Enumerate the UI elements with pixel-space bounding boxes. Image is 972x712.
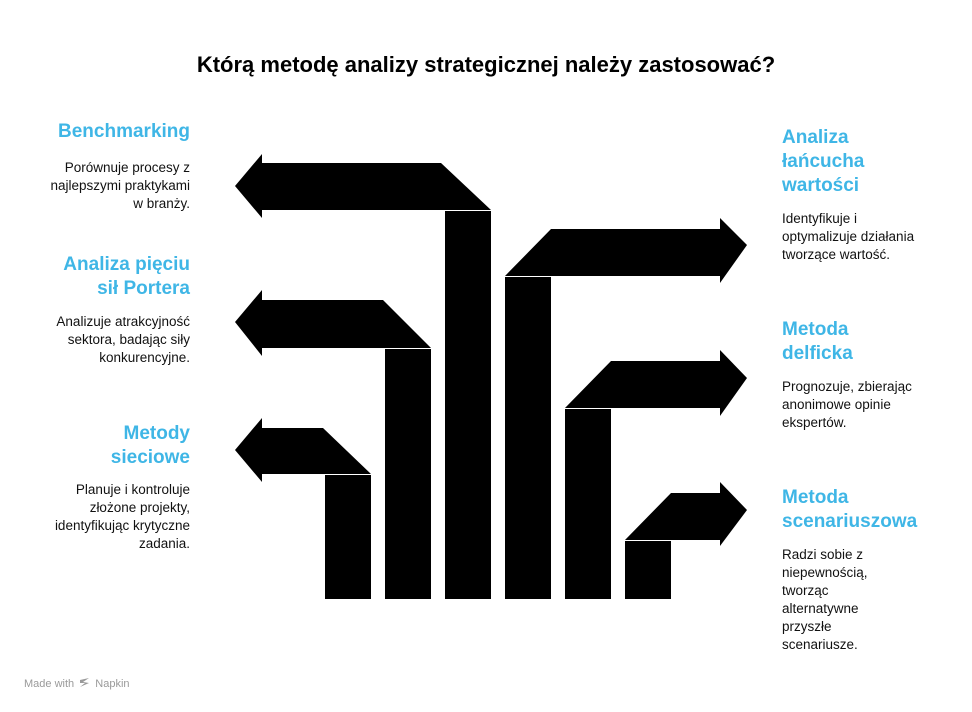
- arrow-porter: [235, 290, 431, 356]
- bar-scenario: [625, 541, 671, 599]
- desc-delphi: Prognozuje, zbierając anonimowe opinie e…: [782, 379, 912, 430]
- heading-value-chain: Analiza łańcucha wartości: [782, 127, 865, 196]
- heading-delphi: Metoda delficka: [782, 319, 853, 364]
- arrow-scenario: [625, 482, 747, 546]
- footer-made-with: Made with: [24, 677, 75, 690]
- bar-porter: [385, 349, 431, 599]
- heading-scenario: Metoda scenariuszowa: [782, 487, 918, 532]
- arrow-benchmarking: [235, 154, 491, 218]
- page-title: Którą metodę analizy strategicznej należ…: [196, 52, 776, 77]
- desc-value-chain: Identyfikuje i optymalizuje działania tw…: [782, 211, 915, 262]
- bar-delphi: [565, 409, 611, 599]
- arrow-delphi: [565, 350, 747, 416]
- heading-network: Metody sieciowe: [110, 423, 190, 468]
- arrow-network: [235, 418, 371, 482]
- heading-benchmarking: Benchmarking: [58, 121, 190, 142]
- footer-brand: Napkin: [95, 677, 130, 690]
- bar-value-chain: [505, 277, 551, 599]
- footer-watermark: Made with Napkin: [24, 677, 130, 691]
- bar-network: [325, 475, 371, 599]
- arrow-value-chain: [505, 218, 747, 283]
- bar-benchmarking: [445, 211, 491, 599]
- desc-network: Planuje i kontroluje złożone projekty, i…: [54, 482, 190, 551]
- desc-benchmarking: Porównuje procesy z najlepszymi praktyka…: [50, 160, 190, 211]
- napkin-logo-icon: [79, 677, 90, 691]
- heading-porter: Analiza pięciu sił Portera: [63, 254, 190, 299]
- desc-scenario: Radzi sobie z niepewnością, tworząc alte…: [782, 547, 868, 652]
- desc-porter: Analizuje atrakcyjność sektora, badając …: [56, 314, 190, 365]
